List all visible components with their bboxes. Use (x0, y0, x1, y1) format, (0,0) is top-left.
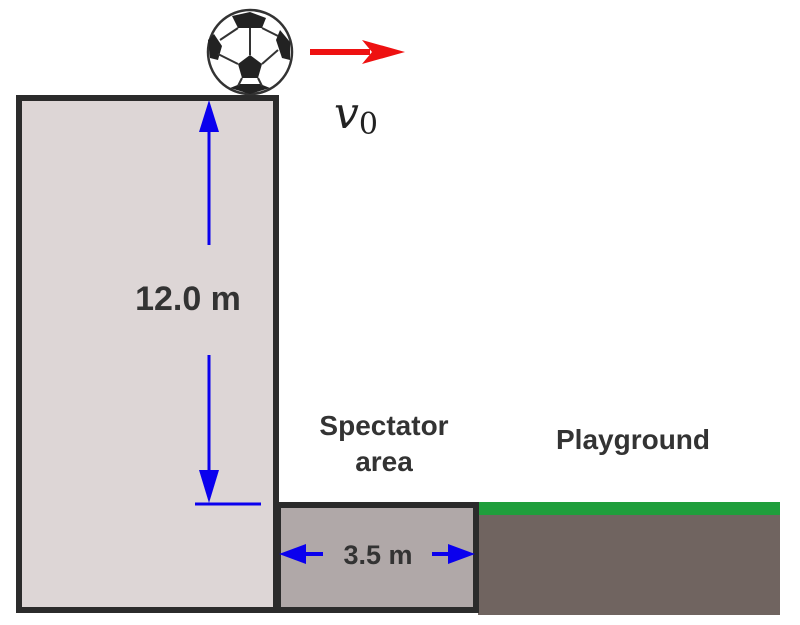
height-label: 12.0 m (135, 280, 241, 318)
soccer-ball-icon (206, 8, 294, 96)
velocity-label: v0 (334, 88, 378, 142)
height-dimension-arrow (195, 100, 261, 506)
playground-ground (478, 503, 780, 615)
width-label: 3.5 m (343, 540, 412, 570)
width-dimension-arrow (279, 544, 475, 564)
spectator-area-label-line1: Spectator (319, 410, 448, 441)
velocity-arrow (310, 40, 405, 64)
playground-label: Playground (556, 424, 710, 455)
spectator-area-label-line2: area (355, 446, 413, 477)
playground-grass (478, 502, 780, 515)
building (16, 95, 279, 613)
